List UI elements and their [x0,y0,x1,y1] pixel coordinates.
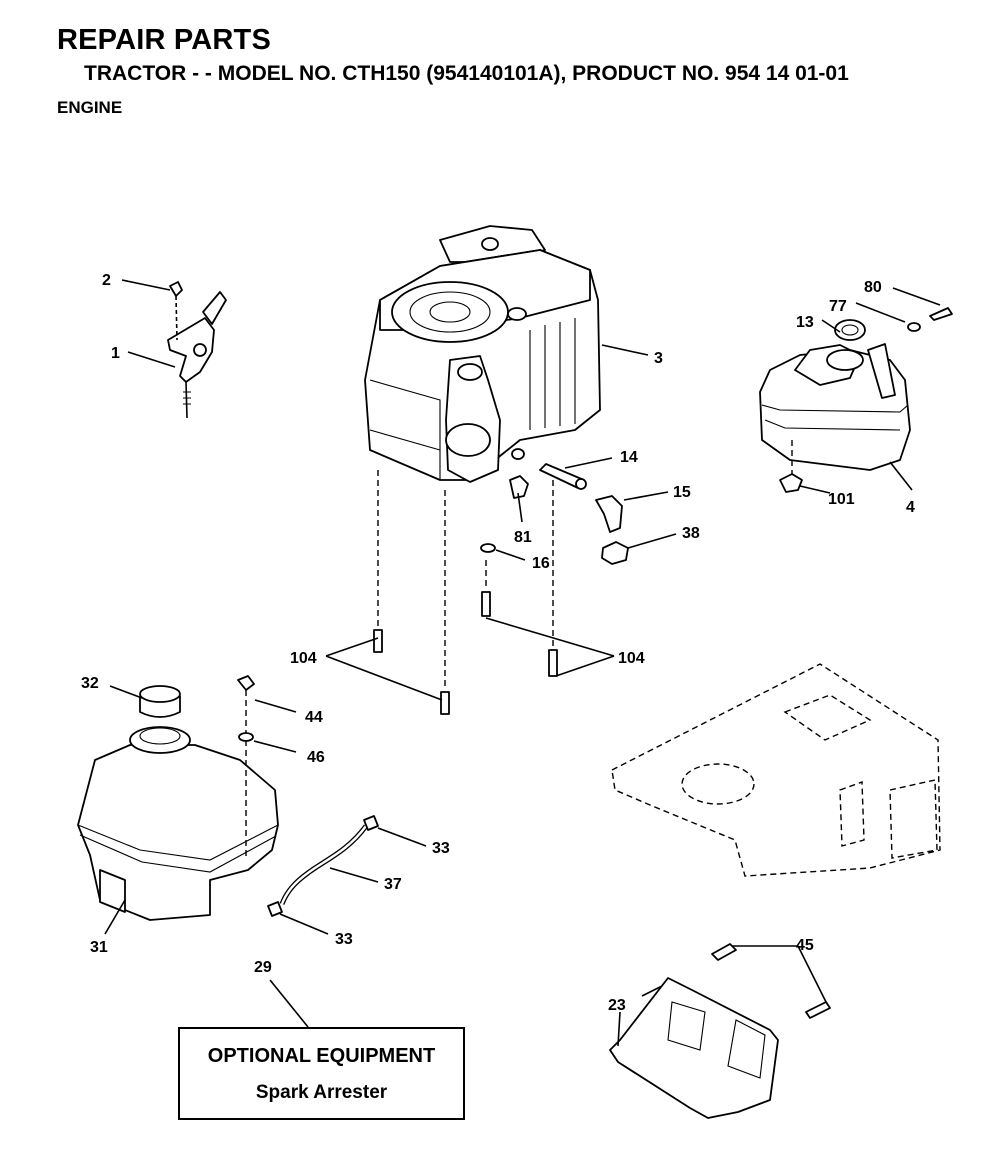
callout-45: 45 [796,937,814,954]
engine [364,225,601,483]
callout-46: 46 [307,749,325,766]
throttle-control-assembly [167,281,227,419]
fuel-fitting-parts [480,463,629,565]
callout-104-left: 104 [290,650,317,667]
spark-arrester-shield [609,943,831,1119]
muffler-assembly [759,307,953,493]
callout-33-bottom: 33 [335,931,353,948]
engine-mounting-bolts [373,470,558,715]
callout-13: 13 [796,314,814,331]
callout-80: 80 [864,279,882,296]
optional-equipment-item: Spark Arrester [255,1082,388,1103]
callout-16: 16 [532,555,550,572]
section-label: ENGINE [57,98,123,117]
fuel-line-assembly [267,815,379,917]
callout-32: 32 [81,675,99,692]
callout-15: 15 [673,484,691,501]
callout-2: 2 [102,272,111,289]
fuel-tank-assembly [77,675,279,921]
callout-33-top: 33 [432,840,450,857]
callout-14: 14 [620,449,638,466]
page-title: REPAIR PARTS [57,24,272,56]
callout-29: 29 [254,959,272,976]
tractor-frame [611,663,941,877]
callout-37: 37 [384,876,402,893]
callout-1: 1 [111,345,120,362]
callout-38: 38 [682,525,700,542]
callout-31: 31 [90,939,108,956]
model-subtitle: TRACTOR - - MODEL NO. CTH150 (954140101A… [84,62,849,85]
optional-equipment-title: OPTIONAL EQUIPMENT [207,1045,436,1067]
optional-equipment-box: OPTIONAL EQUIPMENT Spark Arrester [178,1027,465,1120]
callout-77: 77 [829,298,847,315]
callout-101: 101 [828,491,855,508]
callout-4: 4 [906,499,915,516]
callout-81: 81 [514,529,532,546]
callout-44: 44 [305,709,323,726]
callout-3: 3 [654,350,663,367]
callout-23: 23 [608,997,626,1014]
callout-104-right: 104 [618,650,645,667]
